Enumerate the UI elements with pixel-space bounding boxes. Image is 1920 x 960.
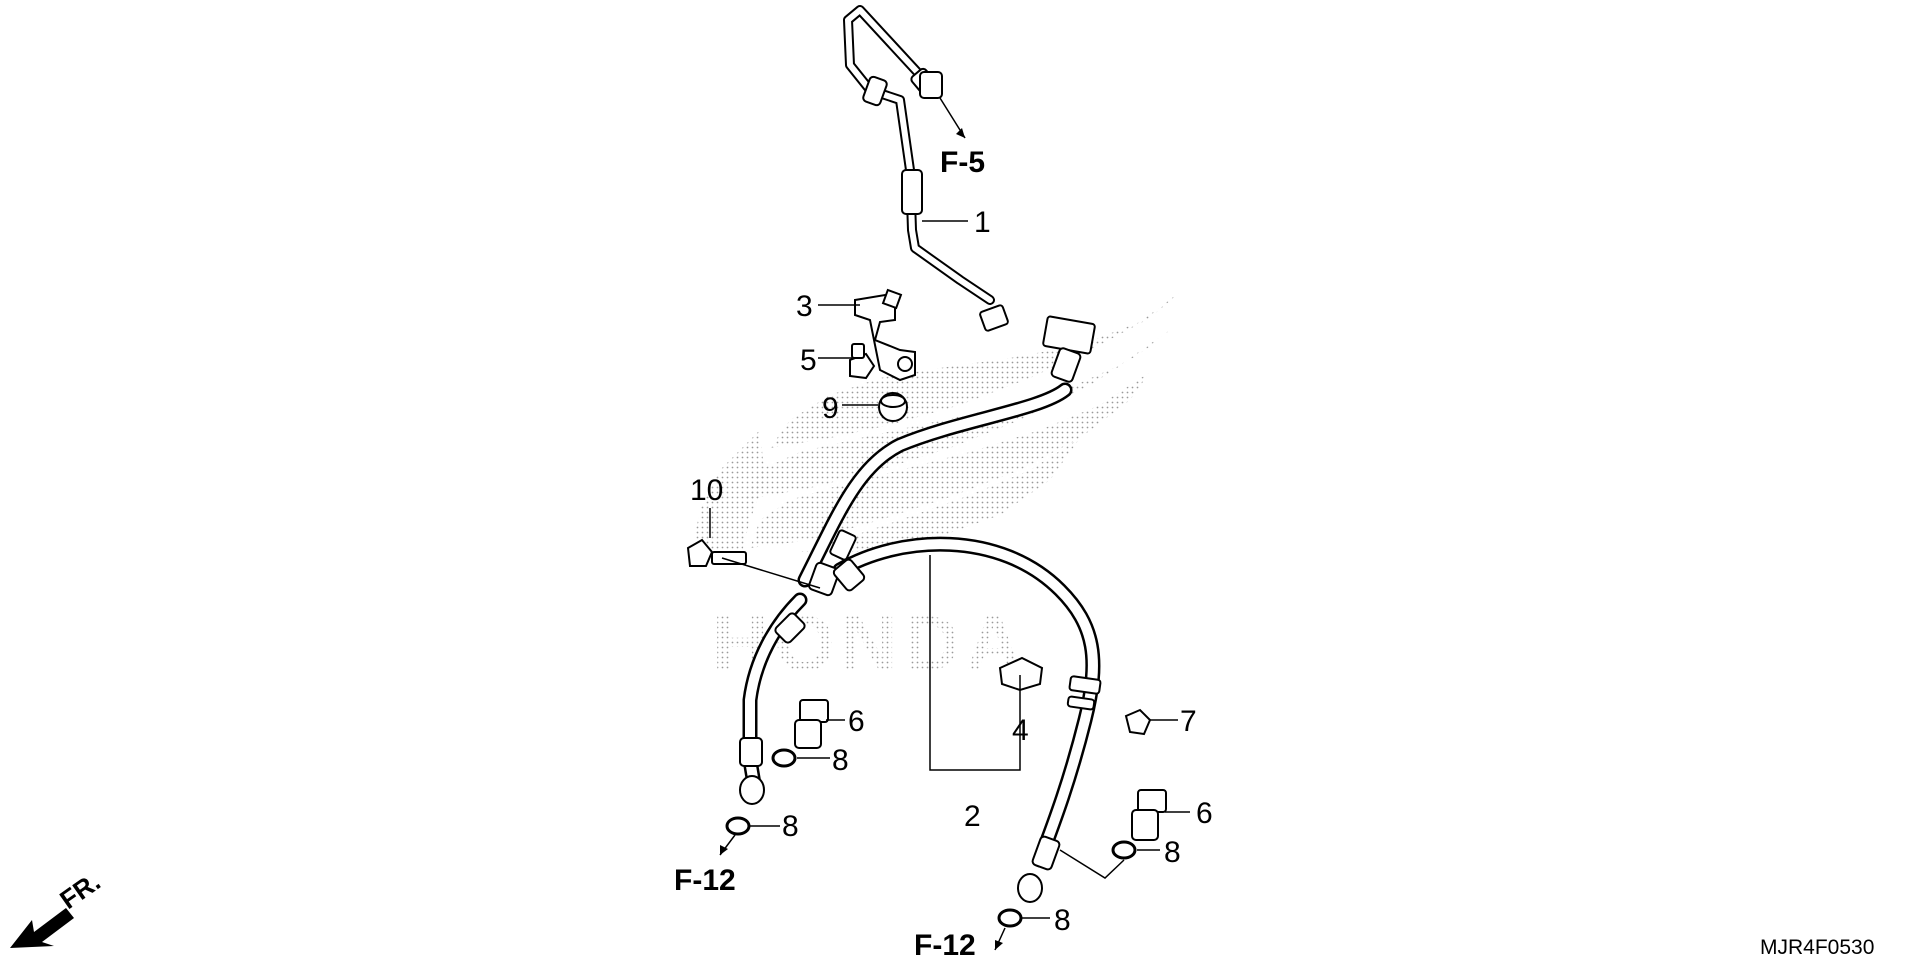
- callout-8d: 8: [1054, 904, 1071, 937]
- front-arrow-icon: [10, 908, 74, 948]
- callout-2: 2: [964, 800, 981, 833]
- callout-10: 10: [690, 474, 723, 507]
- callout-1: 1: [974, 206, 991, 239]
- washer-part-8a: [771, 748, 797, 768]
- washer-part-8b: [725, 816, 751, 836]
- bolt-part-10: [686, 538, 747, 567]
- callout-8b: 8: [782, 810, 799, 843]
- front-direction-indicator: FR.: [10, 866, 106, 948]
- brake-hose-part-2: [739, 315, 1102, 903]
- bracket-part-3: [854, 288, 916, 382]
- banjo-bolt-part-6b: [1131, 789, 1167, 841]
- diagram-code: MJR4F0530: [1760, 936, 1874, 959]
- callout-8c: 8: [1164, 836, 1181, 869]
- reference-f12-center: F-12: [914, 929, 976, 960]
- bolt-part-5: [849, 343, 876, 380]
- banjo-bolt-part-6a: [794, 699, 829, 749]
- collar-part-9: [878, 392, 908, 422]
- callout-7: 7: [1180, 705, 1197, 738]
- callout-6a: 6: [848, 705, 865, 738]
- washer-part-8d: [997, 908, 1023, 928]
- leader-lines: [709, 220, 1190, 951]
- callout-9: 9: [822, 392, 839, 425]
- callout-8a: 8: [832, 744, 849, 777]
- callout-3: 3: [796, 290, 813, 323]
- clamp-part-4: [998, 656, 1044, 692]
- callout-6b: 6: [1196, 797, 1213, 830]
- callout-5: 5: [800, 344, 817, 377]
- nut-part-7: [1124, 708, 1152, 736]
- honda-wing-watermark: HONDA: [690, 292, 1180, 687]
- front-direction-label: FR.: [54, 866, 106, 915]
- callout-4: 4: [1012, 714, 1029, 747]
- reference-f12-left: F-12: [674, 864, 736, 897]
- brake-pipe-part-1: [843, 5, 1009, 332]
- reference-f5: F-5: [940, 146, 985, 179]
- washer-part-8c: [1111, 840, 1137, 860]
